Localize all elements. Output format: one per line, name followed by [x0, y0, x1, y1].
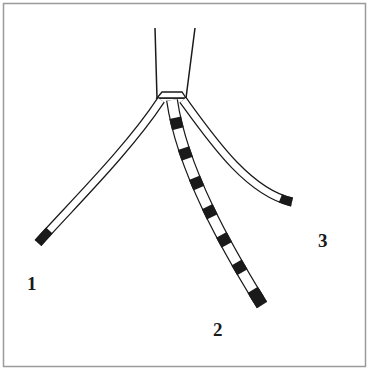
stalk: [155, 28, 195, 98]
branch-bands: [172, 100, 262, 305]
banded-branch-fill: [172, 100, 262, 305]
branch-outline: [38, 100, 161, 243]
banded-branch-outline: [172, 100, 262, 305]
callout-number: 3: [318, 231, 328, 250]
frame: [4, 4, 366, 367]
callout-number: 1: [27, 274, 37, 293]
stalk-cap: [157, 92, 186, 98]
branch-fill: [38, 100, 161, 243]
branch-tip: [172, 100, 262, 305]
branch-tip: [38, 100, 161, 243]
callout-number: 2: [213, 320, 223, 339]
